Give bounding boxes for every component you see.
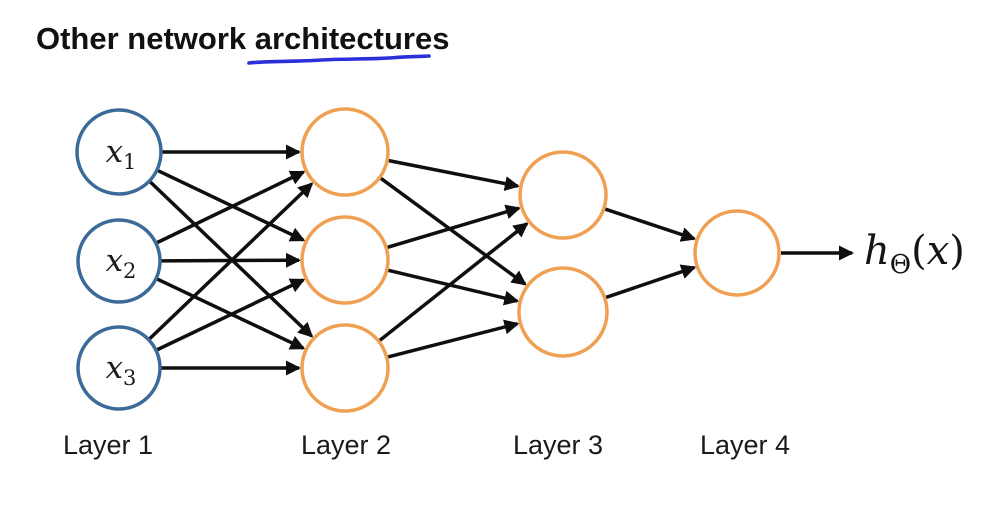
edge-arrow xyxy=(387,319,520,359)
edge-arrow xyxy=(379,176,527,286)
edge-arrow xyxy=(378,222,529,343)
input-node xyxy=(76,325,162,411)
hidden-node xyxy=(300,323,390,413)
layer-4-label: Layer 4 xyxy=(699,430,791,460)
input-node xyxy=(75,108,163,196)
edges xyxy=(148,144,854,376)
layer-3-label: Layer 3 xyxy=(512,430,604,460)
edge-arrow xyxy=(387,268,520,306)
nodes: x1 x2 x3 xyxy=(75,107,781,413)
layer-2-label: Layer 2 xyxy=(300,430,392,460)
hidden-node xyxy=(518,150,608,240)
edge-arrow xyxy=(386,204,521,250)
close-paren: ) xyxy=(949,228,965,274)
edge-arrow xyxy=(604,207,697,242)
hidden-node xyxy=(300,107,390,197)
page-title: Other network architectures xyxy=(36,21,450,56)
input-node-label: x2 xyxy=(106,243,137,283)
hypothesis-x: x xyxy=(926,228,950,274)
edge-arrow xyxy=(605,264,697,300)
output-node xyxy=(693,209,781,297)
hypothesis-theta-subscript: Θ xyxy=(889,250,912,280)
edge-arrow xyxy=(387,158,520,191)
hidden-node xyxy=(517,266,609,358)
input-node xyxy=(76,218,162,304)
edge-arrow xyxy=(156,170,306,245)
edge-arrow xyxy=(148,182,314,341)
hypothesis-h: h xyxy=(864,228,890,274)
title-underline xyxy=(247,54,431,65)
input-node-label: x3 xyxy=(106,350,137,390)
input-node-label: x1 xyxy=(106,134,137,174)
layer-1-label: Layer 1 xyxy=(62,430,154,460)
hidden-node xyxy=(300,215,390,305)
hypothesis-output-label: hΘ(x) xyxy=(864,228,965,280)
open-paren: ( xyxy=(911,228,927,274)
edge-arrow xyxy=(156,278,306,352)
